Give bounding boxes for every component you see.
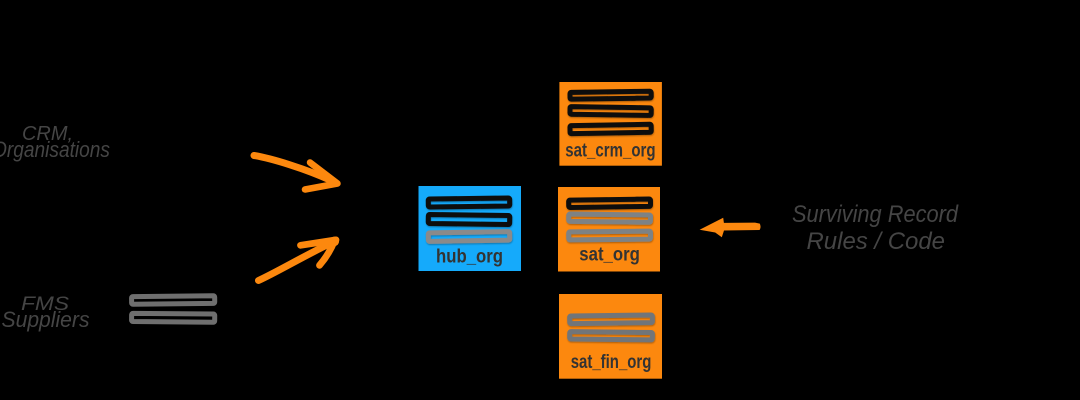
svg-text:sat_crm_org: sat_crm_org bbox=[565, 141, 655, 162]
svg-text:Surviving Record: Surviving Record bbox=[792, 201, 959, 228]
svg-text:Organisations: Organisations bbox=[0, 137, 110, 162]
svg-text:hub_org: hub_org bbox=[436, 247, 503, 268]
svg-text:sat_org: sat_org bbox=[579, 245, 640, 266]
svg-text:CRM,: CRM, bbox=[22, 123, 73, 145]
svg-text:Rules / Code: Rules / Code bbox=[807, 228, 946, 255]
svg-text:sat_fin_org: sat_fin_org bbox=[571, 352, 652, 373]
svg-text:FMS: FMS bbox=[21, 294, 69, 315]
svg-text:Suppliers: Suppliers bbox=[2, 307, 90, 332]
